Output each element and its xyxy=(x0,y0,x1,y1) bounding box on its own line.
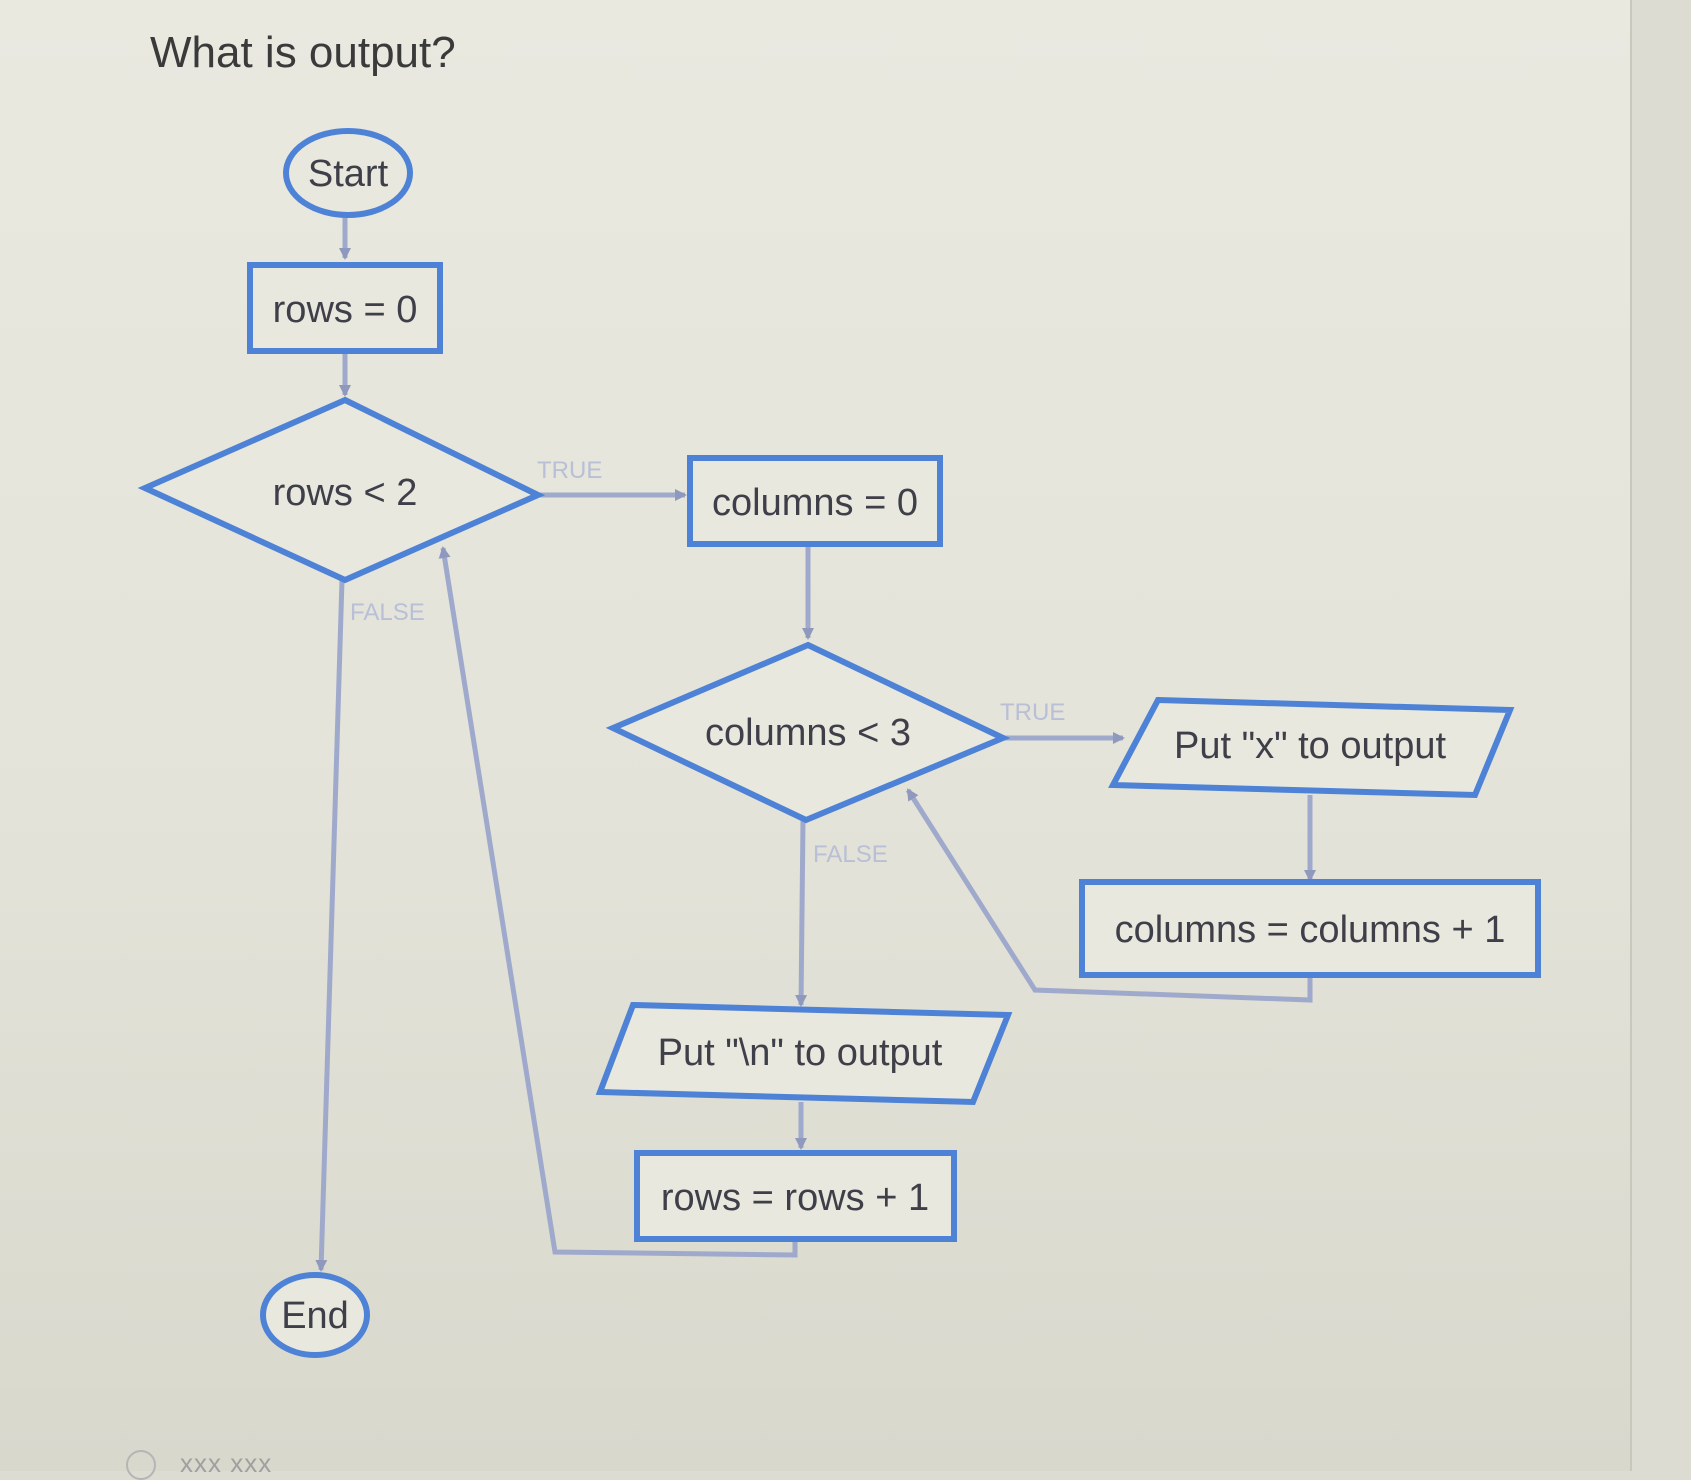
end-label: End xyxy=(281,1295,349,1337)
question-page: What is output? xyxy=(0,0,1632,1480)
answer-option-text: xxx xxx xyxy=(180,1448,273,1478)
columns-increment-process: columns = columns + 1 xyxy=(1079,879,1541,978)
columns-condition-label: columns < 3 xyxy=(705,712,911,754)
answer-radio[interactable] xyxy=(126,1450,156,1480)
columns-true-label: TRUE xyxy=(1000,699,1065,726)
rows-increment-process: rows = rows + 1 xyxy=(634,1150,957,1242)
rows-init-label: rows = 0 xyxy=(273,289,418,331)
connector-columns-increment-loopback xyxy=(905,788,1313,1003)
columns-init-process: columns = 0 xyxy=(687,455,943,547)
columns-condition-decision: columns < 3 xyxy=(605,641,1011,824)
connector-rows-false-to-end xyxy=(315,579,345,1272)
rows-init-process: rows = 0 xyxy=(247,262,443,354)
columns-increment-label: columns = columns + 1 xyxy=(1115,909,1506,951)
output-x-io: Put "x" to output xyxy=(1108,696,1515,799)
question-title: What is output? xyxy=(150,28,456,77)
output-newline-label: Put "\n" to output xyxy=(658,1032,943,1074)
end-terminal: End xyxy=(260,1272,370,1358)
start-terminal: Start xyxy=(283,128,413,218)
columns-false-label: FALSE xyxy=(813,841,888,868)
output-x-label: Put "x" to output xyxy=(1174,725,1446,767)
output-newline-io: Put "\n" to output xyxy=(595,1001,1013,1106)
rows-condition-label: rows < 2 xyxy=(273,472,418,514)
rows-condition-decision: rows < 2 xyxy=(137,396,546,584)
rows-false-label: FALSE xyxy=(350,599,425,626)
connector-columns-false-to-output-newline xyxy=(795,819,808,1007)
rows-true-label: TRUE xyxy=(537,457,602,484)
connector-rows-increment-loopback xyxy=(438,546,798,1258)
rows-increment-label: rows = rows + 1 xyxy=(661,1177,929,1219)
start-label: Start xyxy=(308,153,389,195)
columns-init-label: columns = 0 xyxy=(712,482,918,524)
